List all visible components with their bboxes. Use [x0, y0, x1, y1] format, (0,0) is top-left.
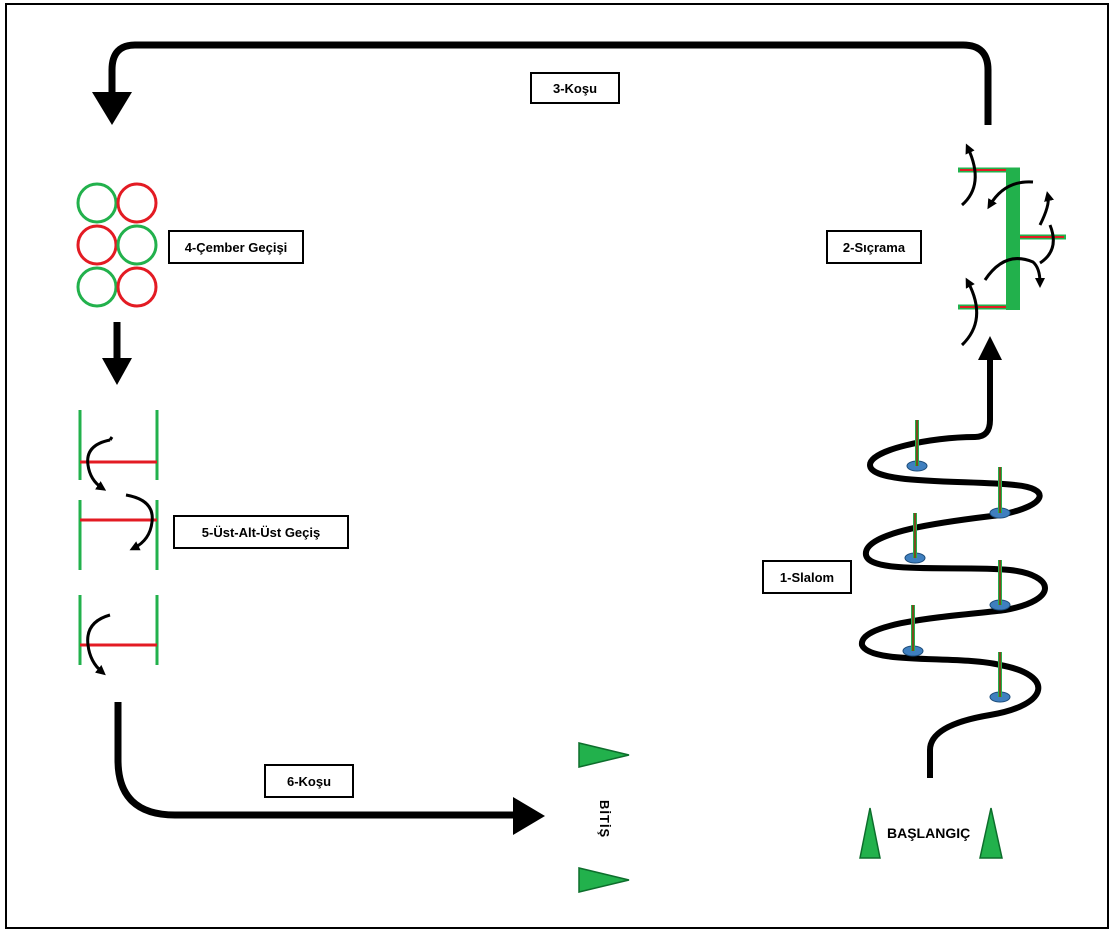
station-label-slalom: 1-Slalom — [762, 560, 852, 594]
jump-station — [958, 143, 1066, 347]
slalom-path — [859, 355, 1048, 778]
station-label-run-bottom: 6-Koşu — [264, 764, 354, 798]
finish-cone-top — [578, 742, 630, 768]
station-label-run-top: 3-Koşu — [530, 72, 620, 104]
run-bottom-path — [114, 702, 515, 819]
station-label-jump: 2-Sıçrama — [826, 230, 922, 264]
station-label-overunder: 5-Üst-Alt-Üst Geçiş — [173, 515, 349, 549]
finish-cone-bottom — [578, 867, 630, 893]
finish-label: BİTİŞ — [597, 800, 612, 839]
hoops-station — [76, 182, 158, 308]
overunder-station — [78, 410, 159, 676]
slalom-arrowhead — [978, 336, 1002, 360]
start-cone-right — [979, 807, 1003, 859]
start-cone-left — [859, 807, 881, 859]
run-bottom-arrowhead — [513, 797, 545, 835]
slalom-poles — [902, 420, 1011, 703]
run-top-arrowhead — [92, 92, 132, 125]
jump-green-bar — [1006, 170, 1020, 310]
slalom-station — [859, 336, 1048, 778]
run-top-path — [108, 41, 992, 125]
station-label-hoops: 4-Çember Geçişi — [168, 230, 304, 264]
frame-border — [5, 3, 1109, 929]
start-label: BAŞLANGIÇ — [887, 825, 971, 841]
